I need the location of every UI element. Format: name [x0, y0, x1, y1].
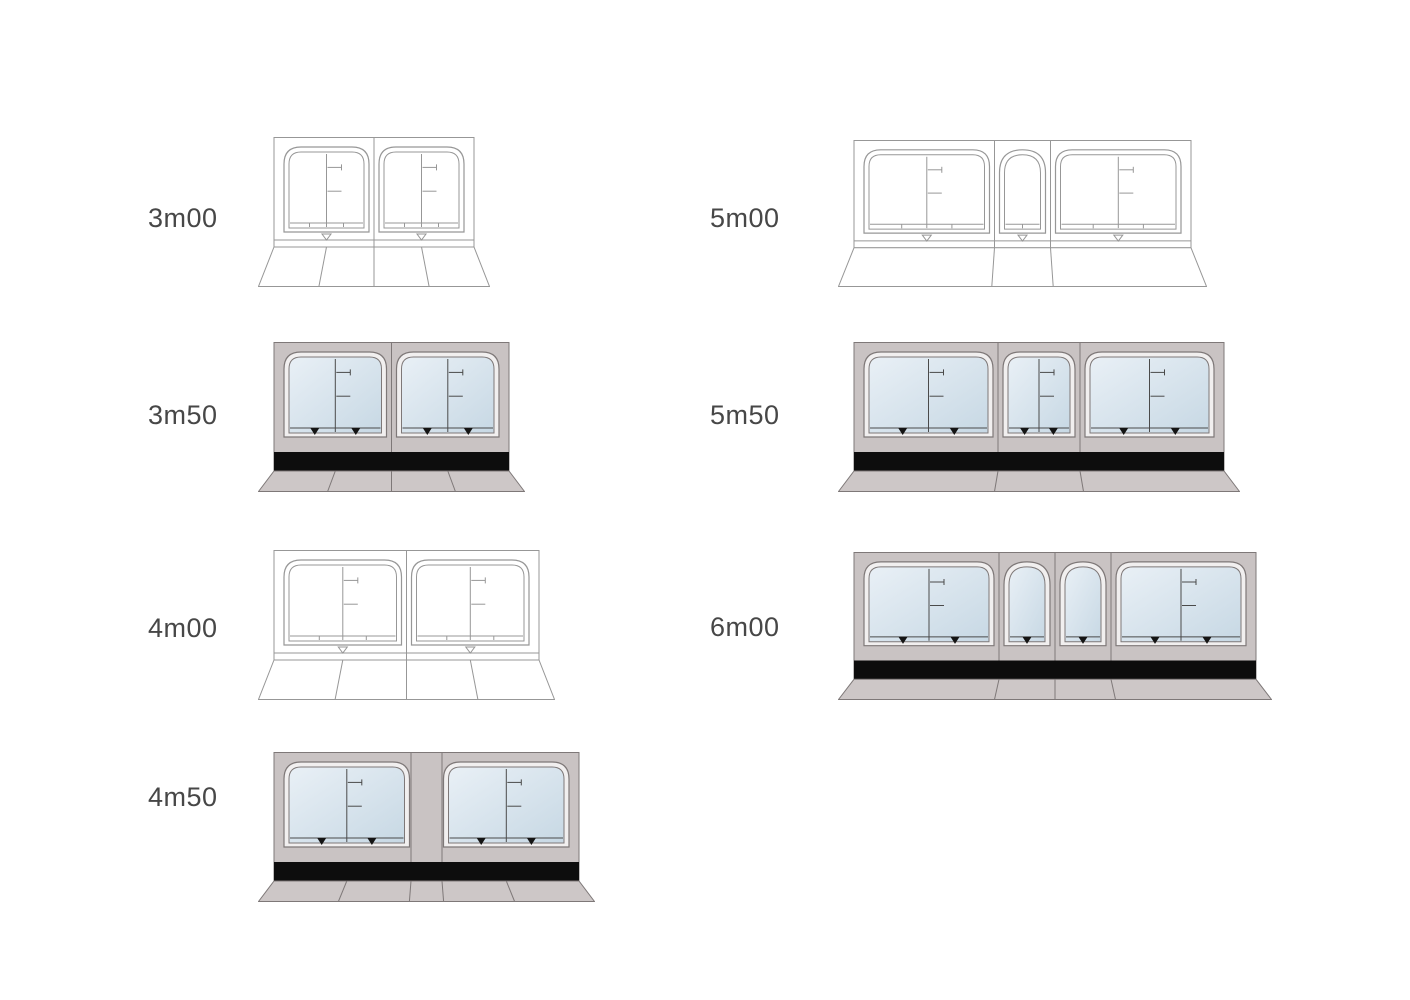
- size-label-3m50: 3m50: [148, 400, 218, 430]
- size-label-3m00: 3m00: [148, 203, 218, 233]
- size-label-4m00: 4m00: [148, 613, 218, 643]
- awning-drawing-4m50-filled: [258, 752, 595, 902]
- size-label-5m00: 5m00: [710, 203, 780, 233]
- size-label-4m50: 4m50: [148, 782, 218, 812]
- awning-drawing-5m00-outline: [838, 140, 1207, 287]
- awning-drawing-3m00-outline: [258, 137, 490, 287]
- awning-drawing-3m50-filled: [258, 342, 525, 492]
- awning-drawing-4m00-outline: [258, 550, 555, 700]
- awning-drawing-6m00-filled: [838, 552, 1272, 700]
- size-label-6m00: 6m00: [710, 612, 780, 642]
- size-label-5m50: 5m50: [710, 400, 780, 430]
- awning-drawing-5m50-filled: [838, 342, 1240, 492]
